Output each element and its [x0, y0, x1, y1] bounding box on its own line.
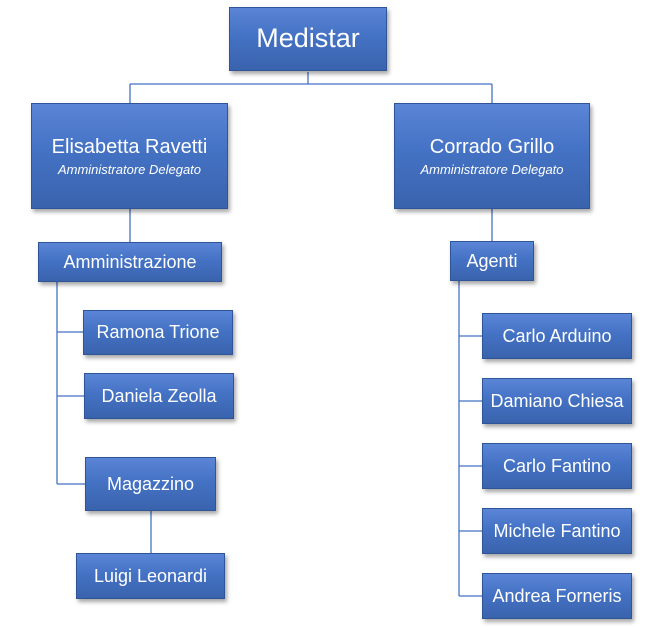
- member-box: Andrea Forneris: [482, 573, 632, 619]
- member-box: Ramona Trione: [83, 310, 233, 355]
- member-box: Daniela Zeolla: [84, 373, 234, 419]
- director-role-left: Amministratore Delegato: [57, 161, 202, 177]
- member-box: Michele Fantino: [482, 508, 632, 554]
- member-box: Carlo Arduino: [482, 313, 632, 359]
- member-name: Andrea Forneris: [492, 585, 622, 606]
- department-box-magazzino: Magazzino: [85, 457, 216, 511]
- member-name: Carlo Arduino: [502, 325, 612, 346]
- member-name: Michele Fantino: [493, 520, 621, 541]
- member-name: Carlo Fantino: [502, 455, 612, 476]
- director-name-left: Elisabetta Ravetti: [51, 135, 208, 158]
- org-root-box: Medistar: [229, 7, 387, 71]
- member-box: Carlo Fantino: [482, 443, 632, 489]
- department-name: Agenti: [466, 250, 518, 271]
- director-name-right: Corrado Grillo: [429, 135, 555, 158]
- member-name: Ramona Trione: [96, 322, 220, 343]
- member-box: Luigi Leonardi: [76, 553, 225, 599]
- department-box-amministrazione: Amministrazione: [38, 242, 222, 282]
- department-name: Amministrazione: [63, 251, 197, 272]
- department-box-agenti: Agenti: [450, 241, 534, 281]
- director-box-left: Elisabetta Ravetti Amministratore Delega…: [31, 103, 228, 209]
- member-name: Luigi Leonardi: [93, 565, 208, 586]
- department-name: Magazzino: [106, 473, 195, 494]
- director-box-right: Corrado Grillo Amministratore Delegato: [394, 103, 590, 209]
- member-name: Daniela Zeolla: [101, 385, 217, 406]
- director-role-right: Amministratore Delegato: [420, 161, 564, 177]
- member-name: Damiano Chiesa: [490, 390, 624, 411]
- member-box: Damiano Chiesa: [482, 378, 632, 424]
- org-root-name: Medistar: [256, 23, 360, 54]
